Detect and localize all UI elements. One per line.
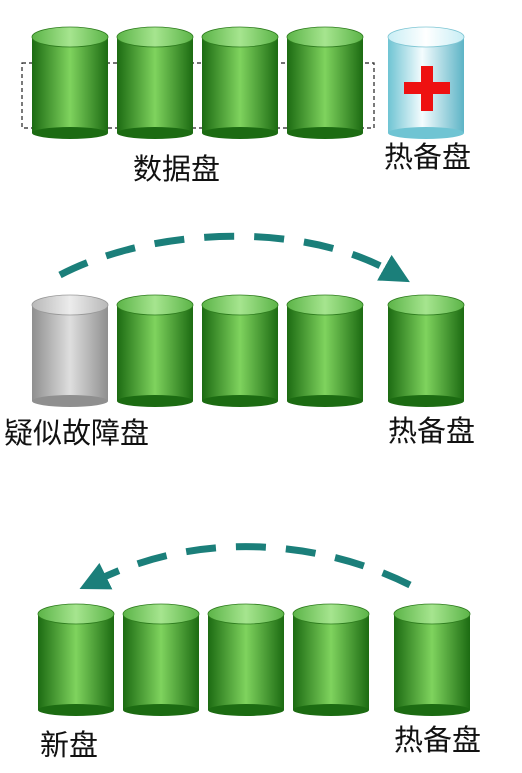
panel-initial [21,26,465,139]
hot-spare-label: 热备盘 [394,723,482,757]
raid-group-border [21,62,375,129]
data-disk [201,26,279,139]
hot-spare-label: 热备盘 [388,414,476,448]
new-disk [37,603,115,716]
data-disk [286,294,364,407]
data-disk [31,26,109,139]
panel-copyback [37,543,471,716]
hot-spare-disk [387,26,465,139]
new-disk-label: 新盘 [40,728,99,762]
hot-spare-label: 热备盘 [384,140,472,174]
data-disk [201,294,279,407]
failed-disk-label: 疑似故障盘 [4,416,150,450]
hot-spare-disk [387,294,465,407]
copyback-arrow [79,543,412,590]
plus-icon [404,66,450,111]
data-disks-label: 数据盘 [133,152,221,186]
panel-rebuild [31,232,465,407]
rebuild-arrow [58,232,410,283]
data-disk [116,294,194,407]
data-disk [286,26,364,139]
data-disk [122,603,200,716]
data-disk [207,603,285,716]
hot-spare-disk [393,603,471,716]
data-disk [116,26,194,139]
failed-disk [31,294,109,407]
data-disk [292,603,370,716]
